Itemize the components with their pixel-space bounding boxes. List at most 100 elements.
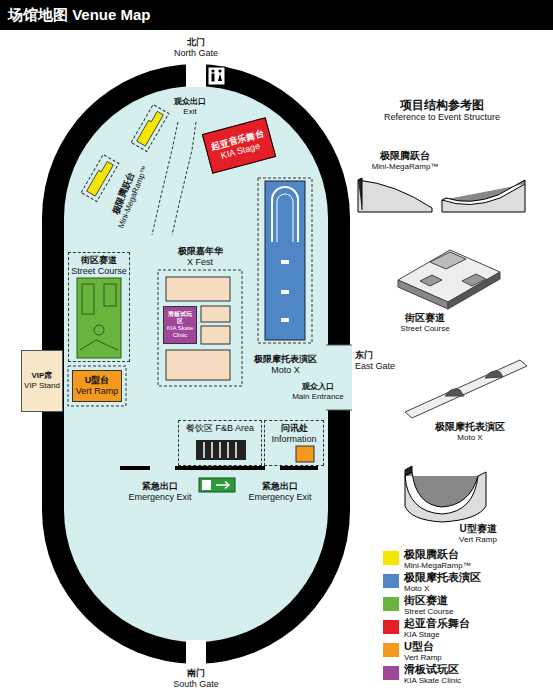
legend-entry: U型台 Vert Ramp [404, 640, 442, 663]
moto-jump [281, 318, 289, 322]
reference-label: 街区赛道 Street Course [400, 312, 449, 334]
ramp-shape [137, 110, 164, 146]
legend-entry: 滑板试玩区 KIA Skate Clinic [404, 663, 461, 686]
mini-megaramp-b [81, 154, 119, 201]
reference-label-holder: 街区赛道 Street Course [400, 312, 449, 334]
legend-text-line: Mini-MegaRamp™ [404, 561, 471, 571]
street-illustration [398, 280, 448, 309]
legend-swatch [383, 643, 399, 657]
street-course-area [77, 278, 121, 358]
x-fest-zone-label-line: X Fest [178, 257, 223, 268]
track-ring [42, 64, 350, 664]
gate-label-holder: 东门 East Gate [355, 350, 395, 372]
reference-label-line: Street Course [400, 324, 449, 334]
skate-clinic-box-label-line: 滑板试玩区 [166, 311, 194, 325]
vert-ramp-outline [68, 366, 126, 406]
header-bar [0, 0, 553, 30]
legend-text-line: 滑板试玩区 [404, 663, 461, 676]
tent [201, 326, 230, 344]
legend-swatch [383, 597, 399, 611]
vert-ramp-box-label-line: Vert Ramp [76, 386, 119, 397]
vert-illustration [405, 472, 486, 522]
toilet-figure [212, 74, 215, 82]
legend-swatch [383, 574, 399, 588]
street-illustration [462, 274, 486, 286]
exit-label-holder: 观众出口 Exit [174, 97, 206, 116]
moto-illustration [405, 360, 527, 418]
building [196, 440, 246, 460]
reference-label-line: U型赛道 [459, 523, 497, 535]
legend-swatch [383, 666, 399, 680]
legend-text: U型台 Vert Ramp [404, 640, 442, 663]
legend-text-line: KIA Skate Clinic [404, 676, 461, 686]
street-course-field [77, 278, 121, 358]
legend-text-line: Vert Ramp [404, 653, 442, 663]
fb-zone: 餐饮区 F&B Area [178, 420, 262, 466]
moto-jump [281, 290, 289, 294]
barrier [175, 466, 265, 470]
legend-entry: 极限腾跃台 Mini-MegaRamp™ [404, 548, 471, 571]
street-obstacle [80, 340, 118, 350]
moto-jump [281, 260, 289, 264]
reference-heading-line: 项目结构参考图 [384, 98, 500, 112]
toilet-box [208, 67, 225, 85]
reference-label-holder: U型赛道 Vert Ramp [459, 523, 497, 545]
barrier [280, 466, 318, 470]
legend-entry: 街区赛道 Street Course [404, 594, 453, 617]
emergency-exit-label-line: Emergency Exit [128, 492, 191, 503]
legend-text: 起亚音乐舞台 KIA Stage [404, 617, 470, 640]
x-fest-zone-label-line: 极限嘉年华 [178, 246, 223, 257]
ref-mini-megaramp [358, 178, 525, 212]
street-course-zone-label-line: Street Course [71, 266, 127, 277]
exit-label: 观众出口 Exit [174, 97, 206, 116]
legend-text-line: Moto X [404, 584, 481, 594]
emergency-exit-label: 紧急出口 Emergency Exit [128, 481, 191, 503]
information-booth [296, 446, 314, 462]
emergency-exit-label-holder: 紧急出口 Emergency Exit [248, 481, 311, 503]
reference-label-line: Moto X [435, 433, 505, 443]
toilet-figure [218, 69, 221, 72]
vert-ramp-box-label: U型台 Vert Ramp [76, 375, 119, 397]
emergency-exit-label-holder: 紧急出口 Emergency Exit [128, 481, 191, 503]
title-text: 场馆地图 Venue Map [8, 6, 151, 24]
ref-moto-x [405, 360, 527, 418]
ramp-shape [87, 160, 114, 196]
ramp-illustration [442, 180, 525, 201]
vert-illustration [405, 466, 412, 476]
barrier [120, 466, 150, 470]
entrance-label: 观众入口 Main Entrance [292, 382, 344, 401]
legend-entry: 起亚音乐舞台 KIA Stage [404, 617, 470, 640]
exit-sign-board [199, 478, 235, 492]
walkway [172, 122, 196, 235]
reference-label-holder: 极限腾跃台 Mini-MegaRamp™ [372, 150, 439, 172]
fb-zone-label: 餐饮区 F&B Area [186, 423, 254, 434]
moto-x-area [258, 178, 312, 343]
emergency-exit-label-line: Emergency Exit [248, 492, 311, 503]
entrance-label-holder: 观众入口 Main Entrance [292, 382, 344, 401]
street-course-zone-label-line: 街区赛道 [71, 255, 127, 266]
reference-label-holder: 极限摩托表演区 Moto X [435, 421, 505, 443]
exit-label-line: 观众出口 [174, 97, 206, 107]
street-course-zone: 街区赛道 Street Course [68, 252, 130, 362]
gate-label-line: East Gate [355, 361, 395, 372]
mini-megaramp-a [131, 104, 169, 151]
exit-sign-arrow [216, 482, 229, 489]
fb-zone-label-line: 餐饮区 F&B Area [186, 423, 254, 434]
vip-stand-box-label-line: VIP席 [24, 371, 60, 381]
emergency-exit-label: 紧急出口 Emergency Exit [248, 481, 311, 503]
vert-ramp-box-label-line: U型台 [76, 375, 119, 386]
reference-label-line: 极限腾跃台 [372, 150, 439, 162]
gate-label: 东门 East Gate [355, 350, 395, 372]
information-zone-label: 问讯处 Information [271, 423, 316, 445]
gate-label-holder: 北门 North Gate [174, 37, 218, 59]
moto-x-zone-label-line: 极限摩托表演区 [254, 354, 317, 365]
street-illustration [420, 275, 442, 286]
moto-x-zone-label-line: Moto X [254, 365, 317, 376]
toilet-figure [211, 69, 214, 72]
ramp-illustration [358, 178, 362, 210]
ramp-outline [81, 154, 119, 201]
legend-swatch [383, 551, 399, 565]
information-zone-label-line: Information [271, 434, 316, 445]
vip-stand-box-label: VIP席 VIP Stand [24, 371, 60, 390]
x-fest-zone: 极限嘉年华 X Fest滑板试玩区 KIA Skate Clinic [155, 244, 245, 388]
